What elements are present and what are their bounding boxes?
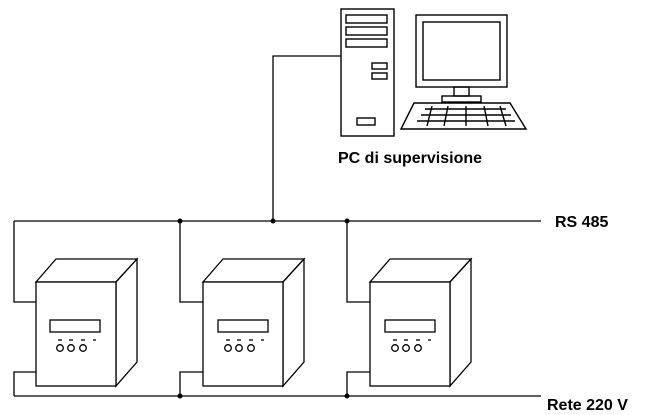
pc-tower xyxy=(340,8,395,137)
pc-keyboard xyxy=(399,102,528,130)
rs485-label: RS 485 xyxy=(555,214,608,231)
device-1 xyxy=(13,221,139,396)
device-display xyxy=(384,319,436,333)
device-display xyxy=(49,319,101,333)
pc-connection-line xyxy=(272,55,341,221)
pc-label: PC di supervisione xyxy=(338,150,482,167)
device-display xyxy=(217,319,269,333)
junction-dot xyxy=(270,218,276,224)
power-label: Rete 220 V xyxy=(547,397,628,414)
device-3 xyxy=(346,221,473,396)
pc-monitor xyxy=(415,14,508,103)
device-2 xyxy=(179,221,306,396)
